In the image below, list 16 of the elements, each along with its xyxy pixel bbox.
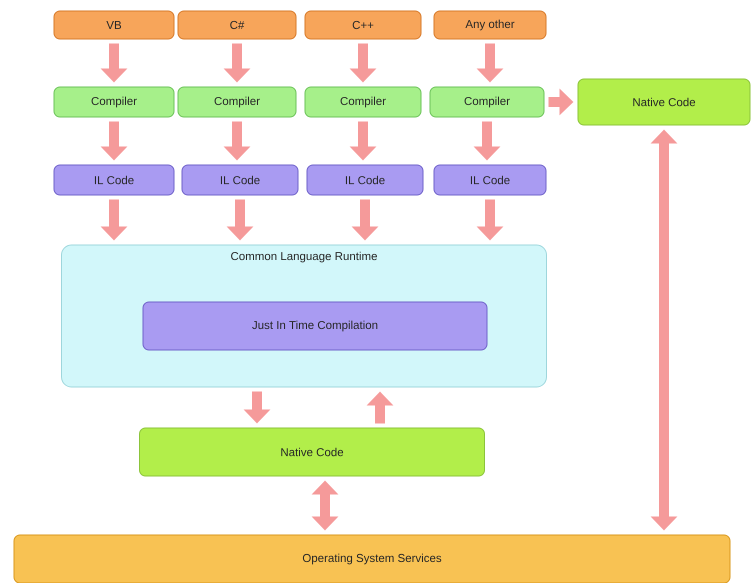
compiler-box: Compiler [430,86,544,118]
native-code-box: Native Code [139,428,485,476]
compiler-box: Compiler [178,86,296,118]
language-box: C++ [304,10,422,40]
jit-box: Just In Time Compilation [142,302,488,350]
il-code-box: IL Code [182,164,298,196]
compiler-box: Compiler [54,86,174,118]
os-services-bar: Operating System Services [14,534,730,583]
language-box: C# [178,10,296,40]
language-box: VB [54,10,174,40]
compiler-box: Compiler [304,86,422,118]
il-code-box: IL Code [54,164,174,196]
native-code-box: Native Code [578,78,750,126]
il-code-box: IL Code [306,164,424,196]
language-box: Any other [434,10,546,40]
il-code-box: IL Code [434,164,546,196]
